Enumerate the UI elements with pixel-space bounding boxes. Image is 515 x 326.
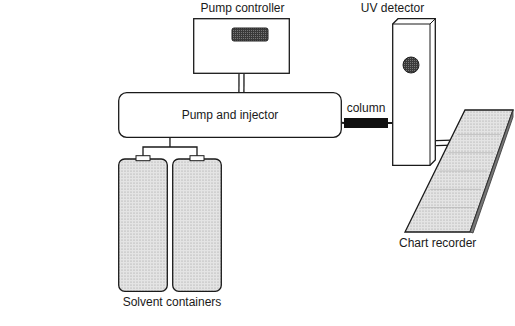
column-node: column — [340, 100, 392, 130]
tube-connector — [388, 122, 392, 123]
solvent-shape — [118, 155, 224, 292]
node-label: Pump controller — [200, 1, 284, 15]
recorder-shape — [395, 105, 515, 235]
tube-connector — [342, 122, 344, 123]
recorder-node: Chart recorder — [395, 105, 515, 251]
node-label: Pump and injector — [182, 108, 279, 122]
tube-connector — [239, 74, 244, 92]
controller-node: Pump controller — [190, 0, 295, 76]
detector-node: UV detector — [345, 0, 440, 168]
node-label: column — [347, 101, 386, 115]
node-label: Chart recorder — [399, 236, 476, 250]
pump-node: Pump and injector — [118, 92, 342, 138]
column-shape — [344, 118, 388, 128]
tube-connector — [143, 138, 197, 156]
detector-shape — [392, 18, 436, 166]
controller-shape — [193, 18, 290, 74]
solvent-node: Solvent containers — [112, 150, 232, 312]
node-label: UV detector — [361, 1, 424, 15]
node-label: Solvent containers — [123, 295, 222, 309]
